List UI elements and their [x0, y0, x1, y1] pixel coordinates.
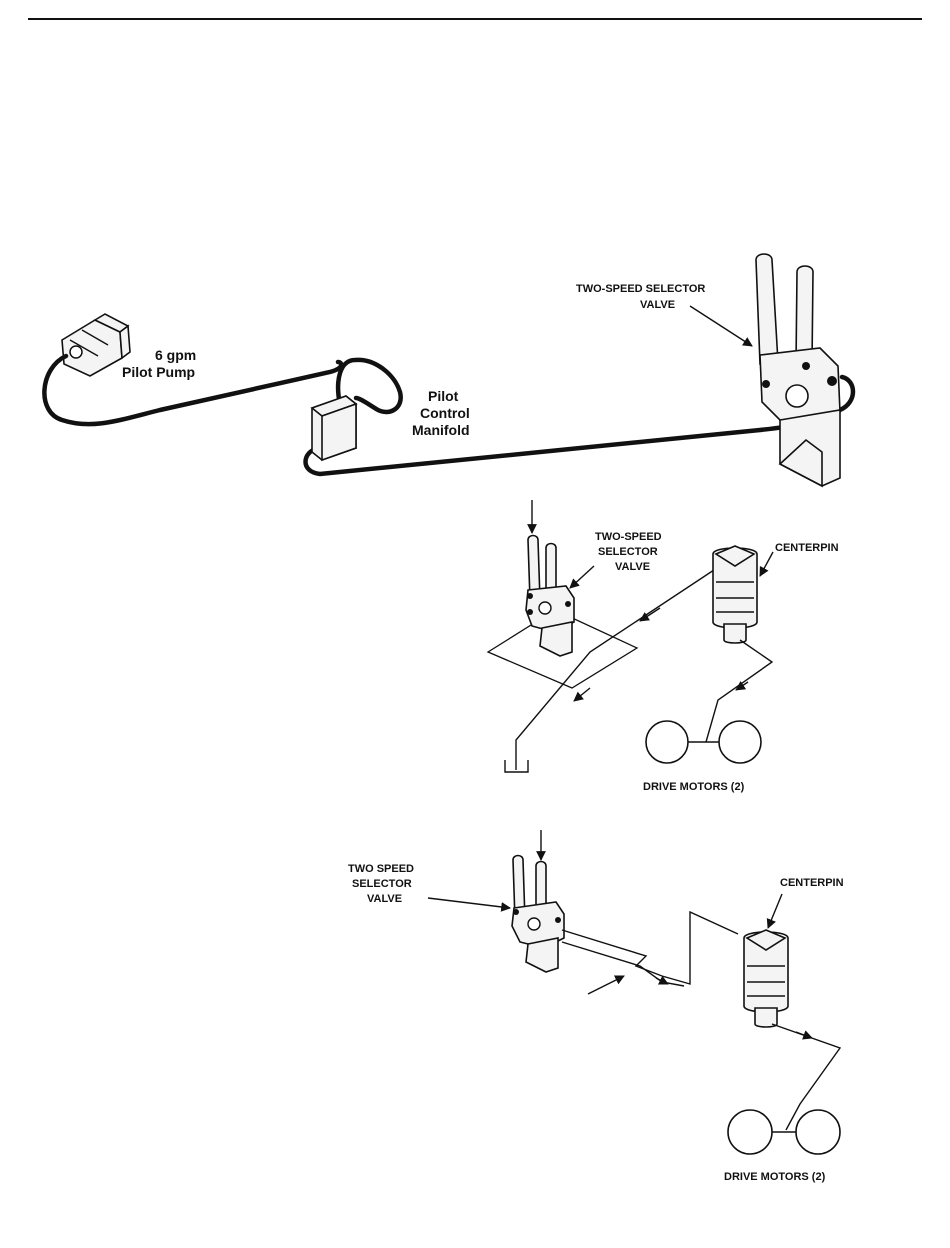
valve-label-large-line1: TWO-SPEED SELECTOR	[576, 283, 705, 295]
flow-arrow-2a	[640, 608, 660, 621]
centerpin-2-leader	[760, 552, 773, 576]
drive-motors-2	[646, 721, 761, 763]
valve-label-2-line3: VALVE	[615, 561, 650, 573]
valve-2-leader	[570, 566, 594, 588]
motors-label-3: DRIVE MOTORS (2)	[724, 1171, 826, 1183]
valve-label-3-line2: SELECTOR	[352, 878, 412, 890]
selector-valve-small-3	[512, 856, 564, 973]
pump-label-line2: Pilot Pump	[122, 364, 195, 380]
flow-arrow-3a	[656, 978, 668, 984]
drive-motors-3	[728, 1110, 840, 1154]
valve-label-2-line2: SELECTOR	[598, 546, 658, 558]
centerpin-2	[713, 546, 757, 643]
valve-label-3-line3: VALVE	[367, 893, 402, 905]
centerpin-label-2: CENTERPIN	[775, 542, 839, 554]
flow-arrow-2b	[574, 688, 590, 701]
valve-large-leader	[690, 306, 752, 346]
manifold-label-line2: Control	[420, 405, 470, 421]
inlet-arrow-3	[588, 976, 624, 994]
valve-label-large-line2: VALVE	[640, 299, 675, 311]
manifold-label-line3: Manifold	[412, 422, 470, 438]
centerpin-3-leader	[768, 894, 782, 928]
valve-3-leader	[428, 898, 510, 908]
centerpin-label-3: CENTERPIN	[780, 877, 844, 889]
manifold-label-line1: Pilot	[428, 388, 459, 404]
motors-label-2: DRIVE MOTORS (2)	[643, 781, 745, 793]
valve-label-3-line1: TWO SPEED	[348, 863, 414, 875]
valve-label-2-line1: TWO-SPEED	[595, 531, 662, 543]
flow-arrow-3b	[796, 1032, 812, 1038]
diagram-pilot-circuit: 6 gpm Pilot Pump Pilot Control Manifold …	[44, 254, 853, 486]
diagram-high-speed: TWO SPEED SELECTOR VALVE CENTERPIN DRIVE…	[348, 830, 844, 1183]
selector-valve-large	[756, 254, 840, 486]
centerpin-3	[744, 930, 788, 1027]
selector-valve-small-2	[526, 536, 574, 657]
pilot-pump	[62, 314, 130, 376]
pilot-control-manifold	[312, 396, 356, 460]
diagram-low-speed: TWO-SPEED SELECTOR VALVE CENTERPIN DRIVE…	[488, 500, 839, 793]
pump-label-line1: 6 gpm	[155, 347, 196, 363]
